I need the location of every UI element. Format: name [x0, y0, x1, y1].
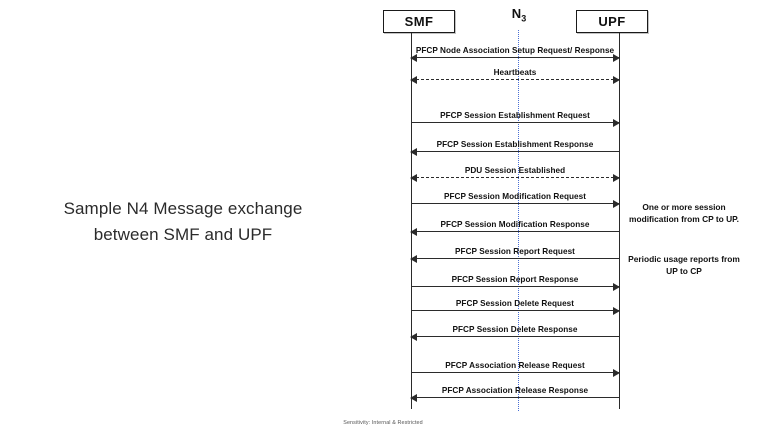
actor-box-smf: SMF [383, 10, 455, 33]
message-row: PFCP Session Report Request [410, 247, 619, 264]
arrowhead-right-icon [613, 174, 620, 183]
message-line [411, 119, 620, 128]
note-line-1: One or more session [642, 202, 726, 212]
message-label: PFCP Session Modification Request [443, 192, 587, 201]
arrowhead-right-icon [613, 307, 620, 316]
note-line-2: UP to CP [666, 266, 702, 276]
message-line [410, 174, 620, 183]
message-line [410, 333, 619, 342]
actor-box-upf: UPF [576, 10, 648, 33]
arrowhead-right-icon [613, 54, 620, 63]
message-row: PFCP Session Delete Request [411, 299, 620, 316]
n3-reference-line [518, 30, 519, 411]
message-row: PFCP Association Release Request [411, 361, 620, 378]
message-label: PFCP Session Establishment Response [436, 140, 594, 149]
message-label: PFCP Session Report Request [455, 247, 575, 256]
arrowhead-right-icon [613, 283, 620, 292]
note-periodic-usage: Periodic usage reports from UP to CP [616, 253, 752, 277]
actor-label-upf: UPF [598, 14, 626, 29]
message-line [411, 307, 620, 316]
message-line [410, 148, 619, 157]
arrowhead-left-icon [410, 394, 417, 403]
message-label: PFCP Session Delete Request [455, 299, 575, 308]
message-line [411, 369, 620, 378]
arrowhead-left-icon [410, 228, 417, 237]
arrowhead-right-icon [613, 369, 620, 378]
message-line [410, 228, 619, 237]
message-row: PFCP Session Establishment Request [411, 111, 620, 128]
message-row: PFCP Node Association Setup Request/ Res… [410, 46, 620, 63]
lifeline-upf [619, 33, 620, 409]
slide-caption: Sample N4 Message exchange between SMF a… [18, 196, 348, 248]
arrowhead-left-icon [410, 255, 417, 264]
arrowhead-left-icon [410, 174, 417, 183]
message-label: PFCP Association Release Response [441, 386, 589, 395]
n3-subscript: 3 [521, 13, 527, 24]
message-label: Heartbeats [493, 68, 537, 77]
caption-line-2: between SMF and UPF [93, 225, 273, 244]
message-row: Heartbeats [410, 68, 620, 85]
sensitivity-footer: Sensitivity: Internal & Restricted [343, 420, 423, 426]
message-row: PFCP Session Establishment Response [410, 140, 619, 157]
lifeline-smf [411, 33, 412, 409]
message-label: PFCP Session Establishment Request [440, 111, 590, 120]
message-line [411, 200, 620, 209]
arrowhead-left-icon [410, 148, 417, 157]
message-label: PDU Session Established [464, 166, 566, 175]
arrowhead-left-icon [410, 54, 417, 63]
message-line [410, 255, 619, 264]
message-label: PFCP Session Modification Response [440, 220, 590, 229]
arrowhead-left-icon [410, 333, 417, 342]
n3-reference-label: N3 [498, 6, 540, 24]
actor-label-smf: SMF [404, 14, 434, 29]
caption-line-1: Sample N4 Message exchange [63, 199, 303, 218]
arrowhead-left-icon [410, 76, 417, 85]
message-row: PFCP Session Modification Response [410, 220, 619, 237]
message-row: PFCP Association Release Response [410, 386, 619, 403]
message-line [410, 394, 619, 403]
message-row: PFCP Session Modification Request [411, 192, 620, 209]
note-session-modification: One or more session modification from CP… [616, 201, 752, 225]
message-label: PFCP Session Report Response [451, 275, 579, 284]
message-label: PFCP Association Release Request [445, 361, 585, 370]
arrowhead-right-icon [613, 76, 620, 85]
note-line-1: Periodic usage reports from [628, 254, 740, 264]
message-line [411, 283, 620, 292]
arrowhead-right-icon [613, 200, 620, 209]
n3-letter: N [511, 6, 522, 21]
message-row: PDU Session Established [410, 166, 620, 183]
message-line [410, 54, 620, 63]
message-row: PFCP Session Delete Response [410, 325, 619, 342]
arrowhead-right-icon [613, 119, 620, 128]
message-label: PFCP Session Delete Response [452, 325, 578, 334]
message-line [410, 76, 620, 85]
note-line-2: modification from CP to UP. [629, 214, 739, 224]
message-row: PFCP Session Report Response [411, 275, 620, 292]
message-label: PFCP Node Association Setup Request/ Res… [415, 46, 615, 55]
